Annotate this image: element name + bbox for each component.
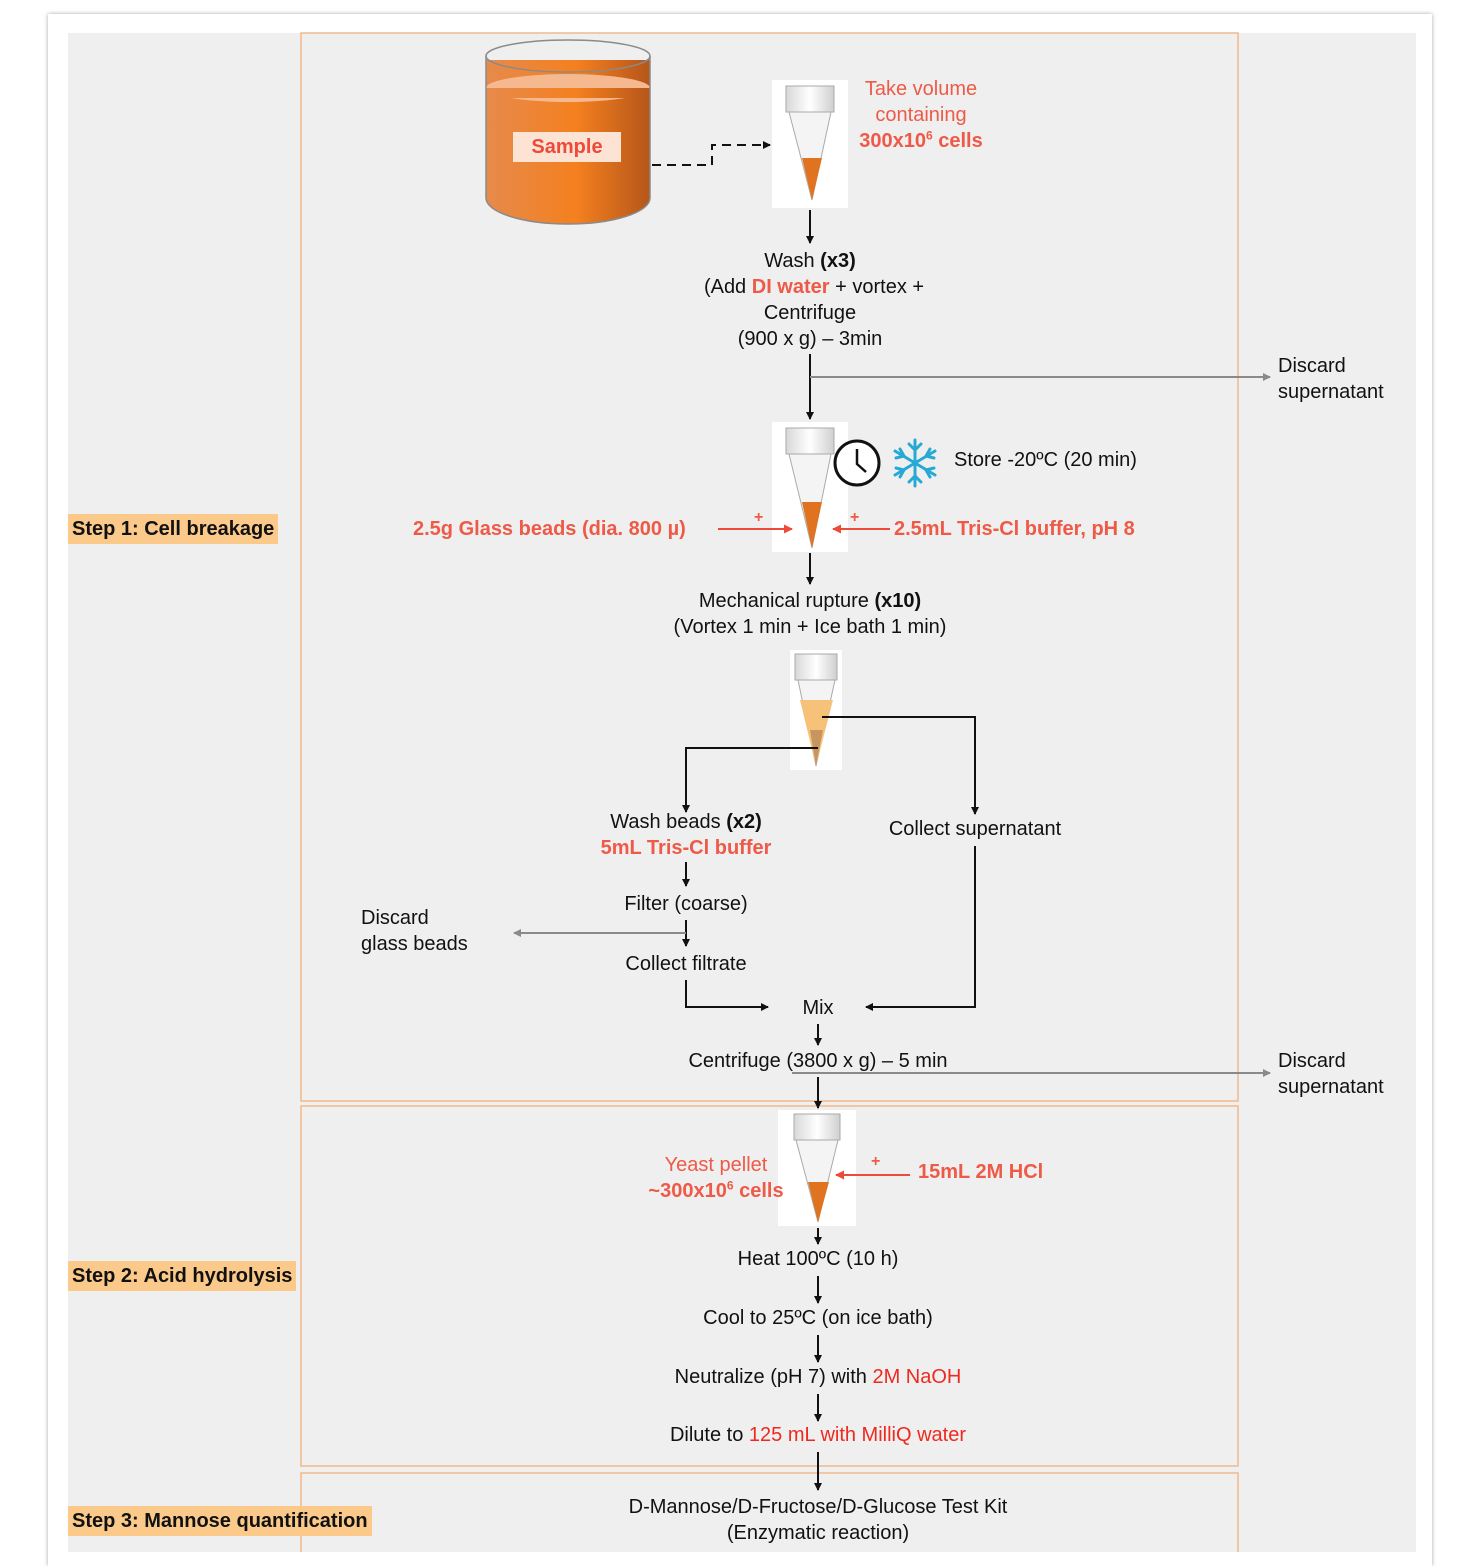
step3-label: Step 3: Mannose quantification: [68, 1506, 372, 1536]
sample-label: Sample: [531, 136, 603, 158]
cool-label: Cool to 25ºC (on ice bath): [703, 1307, 933, 1329]
yeast-line2: ~300x106 cells: [648, 1178, 784, 1202]
wash-line3: Centrifuge: [763, 302, 857, 324]
plus-buffer: +: [850, 509, 860, 526]
step2-box: [300, 1105, 1239, 1467]
store-label: Store -20ºC (20 min): [954, 449, 1137, 471]
heat-label: Heat 100ºC (10 h): [737, 1248, 899, 1270]
dilute-label: Dilute to 125 mL with MilliQ water: [669, 1424, 967, 1446]
take-volume-line2: containing: [875, 104, 967, 126]
kit-line2: (Enzymatic reaction): [726, 1522, 910, 1544]
discard-beads-line1: Discard: [361, 907, 429, 929]
wash-line1: Wash (x3): [764, 250, 856, 272]
sample-beaker: [485, 39, 651, 225]
take-volume-line3: 300x106 cells: [859, 128, 983, 152]
collect-filtrate: Collect filtrate: [625, 953, 747, 975]
filter-label: Filter (coarse): [624, 893, 748, 915]
glass-beads-label: 2.5g Glass beads (dia. 800 µ): [413, 518, 686, 540]
wash-beads-line2: 5mL Tris-Cl buffer: [600, 837, 772, 859]
tube-2: [772, 422, 848, 552]
plus-hcl: +: [871, 1153, 881, 1170]
hcl-label: 15mL 2M HCl: [918, 1161, 1044, 1183]
diagram-background: [68, 33, 1416, 1552]
wash-beads-line1: Wash beads (x2): [610, 811, 762, 833]
discard2-line1: Discard: [1278, 1050, 1346, 1072]
kit-line1: D-Mannose/D-Fructose/D-Glucose Test Kit: [628, 1496, 1008, 1518]
rupture-line1: Mechanical rupture (x10): [698, 590, 922, 612]
discard2-line2: supernatant: [1278, 1076, 1384, 1098]
discard-arrows: [513, 373, 1271, 1077]
tube-4: [778, 1110, 856, 1226]
addition-arrows: [718, 524, 910, 1180]
discard-beads-line2: glass beads: [361, 933, 468, 955]
mix-label: Mix: [802, 997, 834, 1019]
step2-label: Step 2: Acid hydrolysis: [68, 1261, 297, 1291]
tube-3: [790, 650, 842, 770]
snowflake-icon: [893, 438, 937, 488]
wash-line2: (Add DI water + vortex +: [703, 276, 925, 298]
wash-line4: (900 x g) – 3min: [737, 328, 883, 350]
tube-1: [772, 80, 848, 208]
plus-beads: +: [754, 509, 764, 526]
rupture-line2: (Vortex 1 min + Ice bath 1 min): [673, 616, 947, 638]
discard1-line2: supernatant: [1278, 381, 1384, 403]
step1-box: [300, 32, 1239, 1102]
collect-supernatant: Collect supernatant: [888, 818, 1062, 840]
clock-icon: [833, 439, 881, 487]
yeast-line1: Yeast pellet: [664, 1154, 768, 1176]
neutralize-label: Neutralize (pH 7) with 2M NaOH: [674, 1366, 962, 1388]
tris-buffer-label: 2.5mL Tris-Cl buffer, pH 8: [894, 518, 1135, 540]
step1-label: Step 1: Cell breakage: [68, 514, 279, 544]
centrifuge2-label: Centrifuge (3800 x g) – 5 min: [688, 1050, 948, 1072]
take-volume-line1: Take volume: [864, 78, 978, 100]
discard1-line1: Discard: [1278, 355, 1346, 377]
